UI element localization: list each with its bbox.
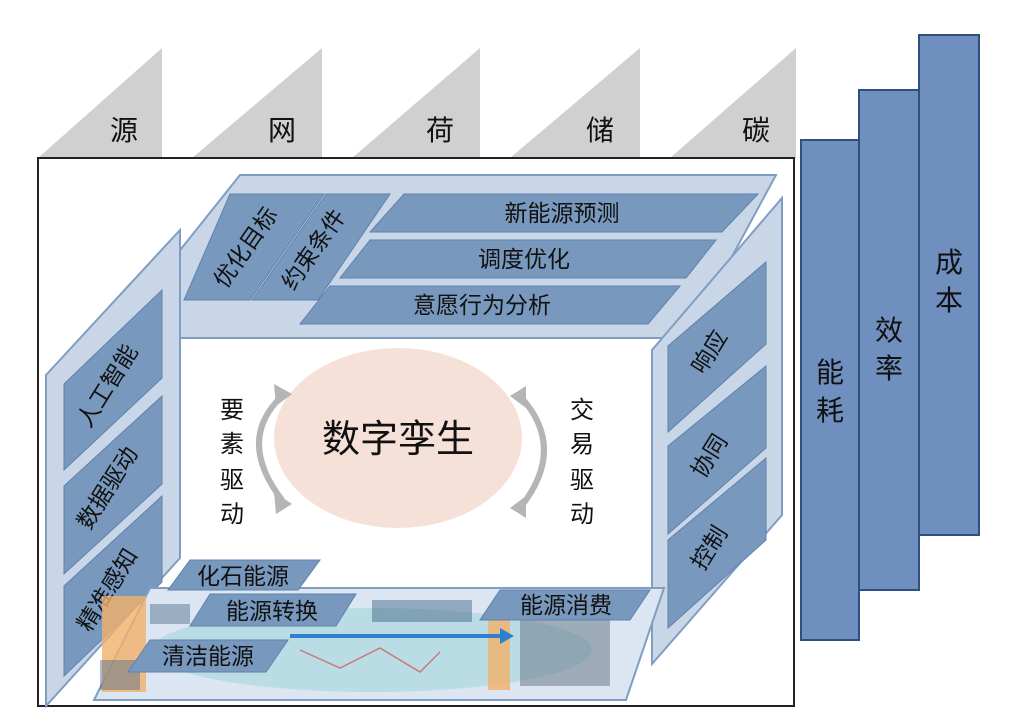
tag-clean-energy-label: 清洁能源	[162, 644, 254, 670]
left-caption-3: 驱	[220, 466, 244, 494]
triangle-shape	[38, 48, 162, 158]
bottom-orange-box-right	[488, 610, 510, 690]
bar-energy-consumption	[800, 139, 860, 641]
center-title: 数字孪生	[322, 417, 474, 461]
left-arrow-head	[274, 384, 292, 406]
tag-energy-consumption-label: 能源消费	[520, 593, 612, 619]
right-caption-1: 交	[570, 396, 594, 424]
bar-label-efficiency-1: 效	[875, 314, 903, 347]
right-cycle-arrow	[517, 393, 547, 510]
top-label-wang: 网	[268, 114, 296, 147]
tag-energy-conversion-label: 能源转换	[226, 599, 318, 625]
tag-energy-consumption	[479, 589, 651, 621]
bottom-image-tile	[150, 604, 190, 624]
bottom-image-tile	[372, 600, 472, 622]
left-caption-1: 要	[220, 396, 244, 424]
tag-fossil-energy	[167, 559, 321, 591]
tag-response	[667, 260, 767, 434]
tag-optimization-goal	[183, 193, 325, 301]
right-caption-3: 驱	[570, 466, 594, 494]
tag-control	[667, 456, 767, 630]
bottom-image-tile	[520, 612, 610, 686]
triangle-shape	[352, 48, 480, 158]
tag-ai	[63, 288, 163, 472]
row-behavior-analysis	[298, 285, 682, 325]
right-caption-4: 动	[570, 500, 594, 528]
left-panel: 人工智能 数据驱动 精准感知	[45, 227, 181, 709]
top-panel: 优化目标 约束条件 新能源预测 调度优化 意愿行为分析	[107, 174, 778, 339]
triangle-shape	[670, 48, 796, 158]
bottom-orange-box	[102, 596, 146, 692]
right-caption-2: 易	[570, 430, 594, 458]
right-panel: 响应 协同 控制	[651, 195, 783, 667]
tag-constraints	[251, 193, 391, 301]
bottom-panel: 化石能源 能源转换 能源消费 清洁能源	[92, 559, 666, 701]
tag-precise-sensing	[63, 494, 163, 678]
bar-label-energy-1: 能	[816, 356, 844, 389]
right-arrow-head-bottom	[510, 496, 526, 518]
center-twin: 数字孪生 要 素 驱 动 交 易 驱 动	[220, 348, 594, 528]
left-cycle-arrow	[256, 393, 285, 502]
row-renewable-forecast	[368, 193, 760, 233]
top-header: 源 网 荷 储 碳	[38, 48, 796, 158]
top-label-tan: 碳	[742, 114, 770, 147]
left-caption-2: 素	[220, 430, 244, 458]
bottom-network-lines	[299, 647, 441, 673]
bar-label-cost-1: 成	[935, 246, 963, 279]
bar-label-energy-2: 耗	[816, 394, 844, 427]
tag-fossil-energy-label: 化石能源	[197, 564, 289, 590]
bar-label-efficiency-2: 率	[875, 352, 903, 385]
row-renewable-forecast-label: 新能源预测	[505, 201, 620, 227]
row-dispatch-optimization-label: 调度优化	[478, 247, 570, 273]
top-label-chu: 储	[586, 114, 614, 147]
left-caption-4: 动	[220, 500, 244, 528]
row-behavior-analysis-label: 意愿行为分析	[413, 293, 551, 319]
bar-efficiency	[858, 89, 920, 591]
top-label-he: 荷	[426, 114, 454, 147]
bar-label-cost-2: 本	[935, 284, 963, 317]
top-label-yuan: 源	[110, 114, 138, 147]
bar-cost	[918, 34, 980, 536]
tag-clean-energy	[127, 639, 289, 673]
right-arrow-head	[510, 386, 526, 408]
tag-coordination	[667, 364, 767, 536]
tag-energy-conversion	[189, 593, 357, 627]
digital-twin-circle	[274, 348, 522, 528]
bottom-flow-arrow-head	[500, 628, 514, 644]
stepped-bars: 能 耗 效 率 成 本	[800, 34, 980, 641]
triangle-shape	[192, 48, 322, 158]
triangle-shape	[510, 48, 640, 158]
left-arrow-head-bottom	[274, 492, 292, 514]
row-dispatch-optimization	[338, 239, 718, 279]
tag-data-driven	[63, 394, 163, 576]
